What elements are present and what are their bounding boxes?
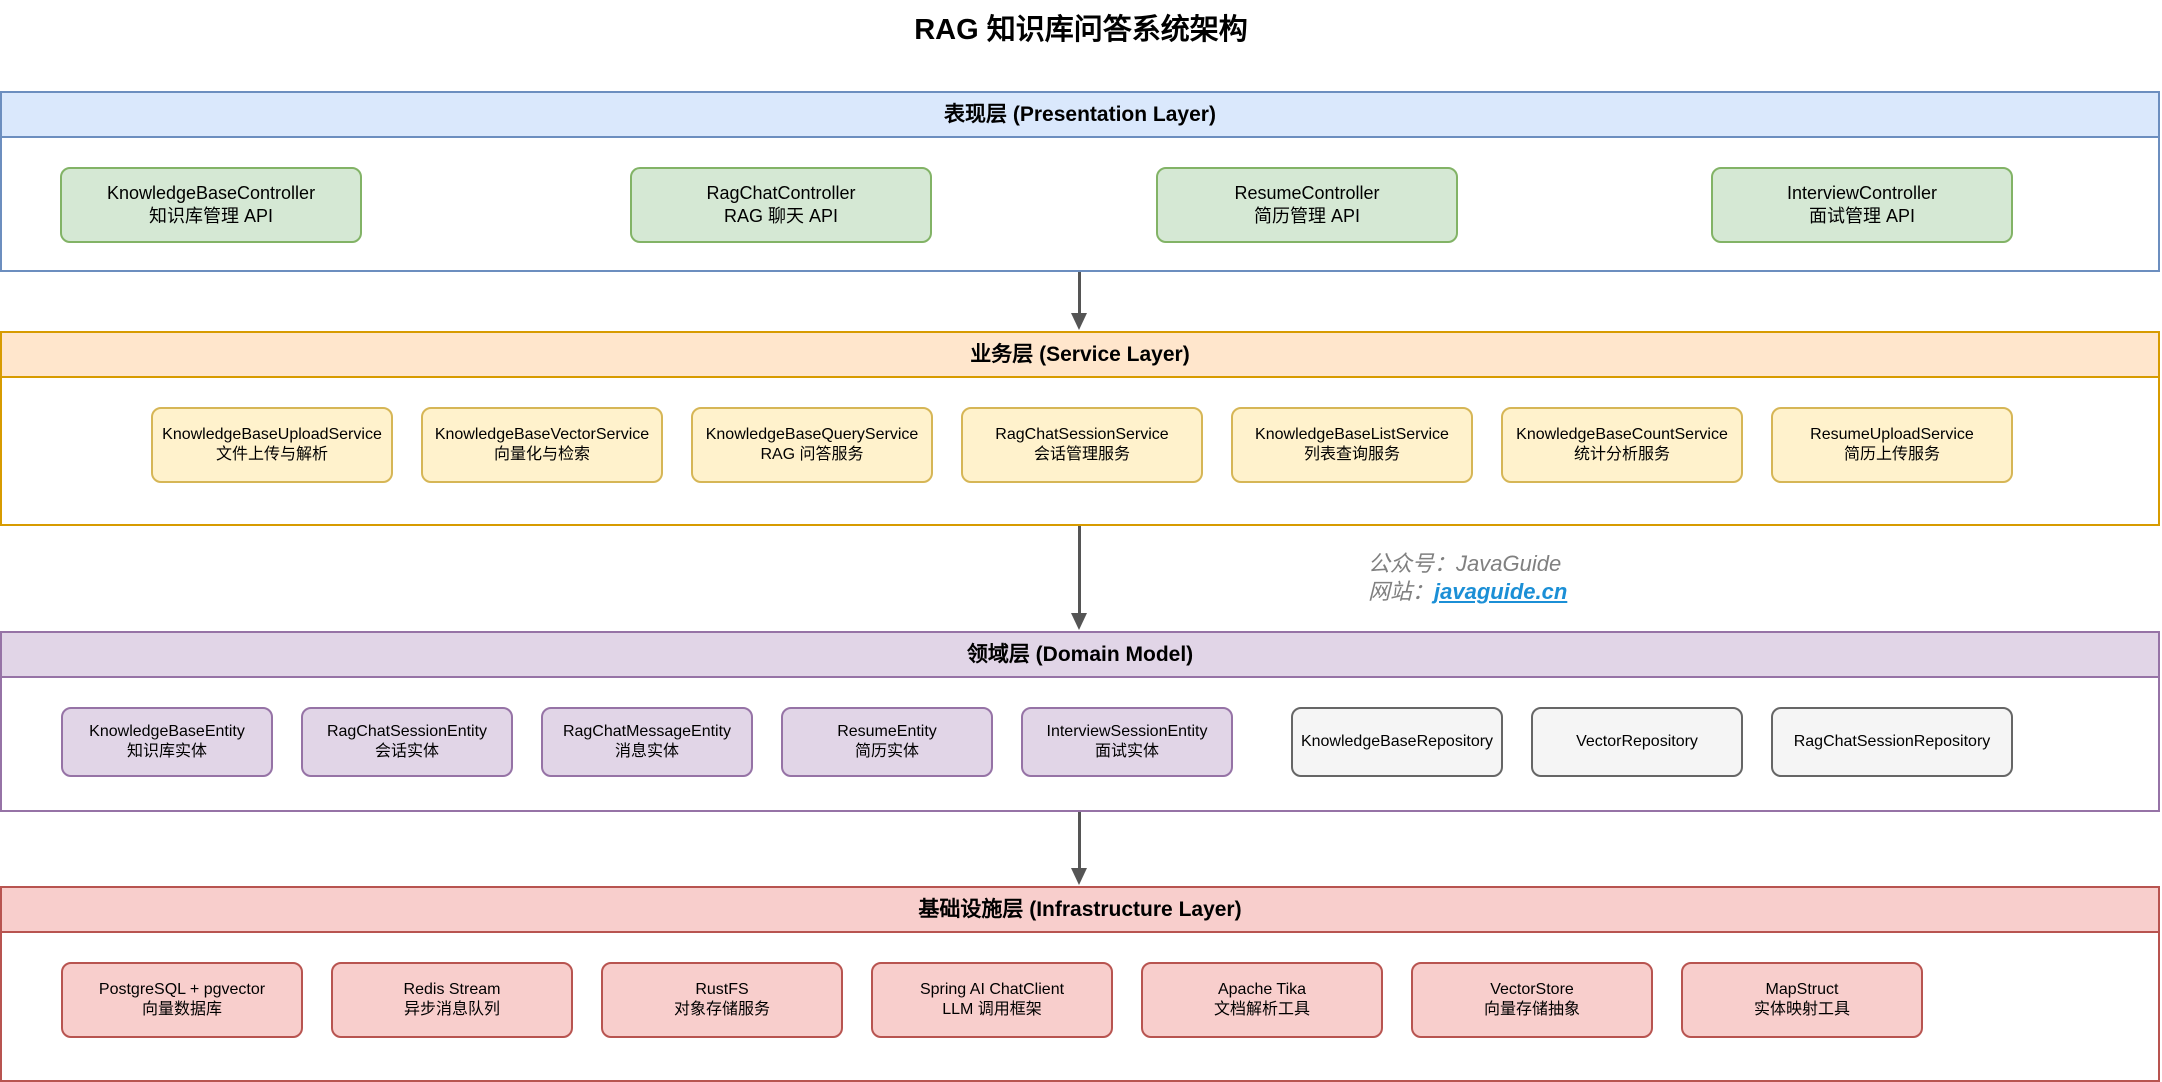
- node-desc: RAG 聊天 API: [723, 206, 839, 226]
- node-name: ResumeEntity: [837, 722, 937, 740]
- node-name: RagChatController: [706, 182, 856, 203]
- node-desc: RAG 问答服务: [760, 446, 864, 463]
- node-desc: 实体映射工具: [1753, 1001, 1850, 1018]
- node-name: Redis Stream: [403, 980, 501, 998]
- node-desc: 会话实体: [374, 743, 439, 760]
- arrow-head-icon: [1071, 613, 1087, 630]
- mapstruct-node: MapStruct 实体映射工具: [1681, 962, 1923, 1038]
- kb-query-service-node: KnowledgeBaseQueryService RAG 问答服务: [691, 407, 933, 483]
- domain-layer: 领域层 (Domain Model) KnowledgeBaseEntity 知…: [0, 631, 2160, 812]
- node-name: MapStruct: [1765, 980, 1839, 998]
- node-desc: 文档解析工具: [1213, 1001, 1310, 1018]
- watermark: 公众号：JavaGuide 网站：javaguide.cn: [1368, 550, 1567, 606]
- node-desc: 向量化与检索: [493, 446, 590, 463]
- node-desc: 列表查询服务: [1303, 446, 1400, 463]
- node-desc: 知识库管理 API: [148, 206, 273, 226]
- node-name: VectorStore: [1490, 980, 1574, 998]
- arrow-service-to-domain: [1078, 526, 1081, 614]
- rag-chat-message-entity-node: RagChatMessageEntity 消息实体: [541, 707, 753, 777]
- node-name: KnowledgeBaseVectorService: [434, 425, 650, 443]
- rag-chat-session-repository-node: RagChatSessionRepository: [1771, 707, 2013, 777]
- watermark-website: 网站：javaguide.cn: [1368, 578, 1567, 606]
- presentation-layer-title: 表现层 (Presentation Layer): [2, 93, 2158, 138]
- node-name: RagChatSessionRepository: [1793, 732, 1991, 750]
- diagram-title: RAG 知识库问答系统架构: [914, 14, 1248, 46]
- node-name: InterviewSessionEntity: [1046, 722, 1208, 740]
- resume-entity-node: ResumeEntity 简历实体: [781, 707, 993, 777]
- kb-count-service-node: KnowledgeBaseCountService 统计分析服务: [1501, 407, 1743, 483]
- node-name: RagChatMessageEntity: [562, 722, 732, 740]
- service-layer-title: 业务层 (Service Layer): [2, 333, 2158, 378]
- node-name: Apache Tika: [1217, 980, 1307, 998]
- node-desc: LLM 调用框架: [942, 1001, 1042, 1018]
- node-name: PostgreSQL + pgvector: [98, 980, 266, 998]
- node-desc: 文件上传与解析: [215, 446, 328, 463]
- node-desc: 向量数据库: [141, 1001, 222, 1018]
- interview-session-entity-node: InterviewSessionEntity 面试实体: [1021, 707, 1233, 777]
- resume-controller-node: ResumeController 简历管理 API: [1156, 167, 1458, 243]
- knowledge-base-controller-node: KnowledgeBaseController 知识库管理 API: [60, 167, 362, 243]
- infrastructure-layer-title: 基础设施层 (Infrastructure Layer): [2, 888, 2158, 933]
- rustfs-node: RustFS 对象存储服务: [601, 962, 843, 1038]
- node-desc: 消息实体: [614, 743, 679, 760]
- node-name: VectorRepository: [1576, 732, 1698, 750]
- node-desc: 异步消息队列: [403, 1001, 500, 1018]
- kb-list-service-node: KnowledgeBaseListService 列表查询服务: [1231, 407, 1473, 483]
- node-desc: 简历实体: [854, 743, 919, 760]
- presentation-layer: 表现层 (Presentation Layer) KnowledgeBaseCo…: [0, 91, 2160, 272]
- node-name: KnowledgeBaseEntity: [89, 722, 245, 740]
- node-name: InterviewController: [1786, 182, 1938, 203]
- arrow-head-icon: [1071, 313, 1087, 330]
- arrow-head-icon: [1071, 868, 1087, 885]
- node-name: RagChatSessionEntity: [326, 722, 488, 740]
- node-desc: 简历管理 API: [1253, 206, 1360, 226]
- kb-entity-node: KnowledgeBaseEntity 知识库实体: [61, 707, 273, 777]
- domain-layer-title: 领域层 (Domain Model): [2, 633, 2158, 678]
- interview-controller-node: InterviewController 面试管理 API: [1711, 167, 2013, 243]
- arrow-domain-to-infrastructure: [1078, 812, 1081, 869]
- watermark-wechat: 公众号：JavaGuide: [1368, 551, 1562, 576]
- kb-repository-node: KnowledgeBaseRepository: [1291, 707, 1503, 777]
- watermark-website-label: 网站：: [1368, 579, 1435, 604]
- node-name: ResumeUploadService: [1810, 425, 1974, 443]
- node-name: ResumeController: [1234, 182, 1380, 203]
- node-name: KnowledgeBaseListService: [1255, 425, 1449, 443]
- node-name: RagChatSessionService: [995, 425, 1169, 443]
- website-link[interactable]: javaguide.cn: [1434, 579, 1568, 604]
- vectorstore-node: VectorStore 向量存储抽象: [1411, 962, 1653, 1038]
- infrastructure-layer: 基础设施层 (Infrastructure Layer) PostgreSQL …: [0, 886, 2160, 1082]
- node-desc: 对象存储服务: [673, 1001, 770, 1018]
- node-desc: 面试实体: [1094, 743, 1159, 760]
- node-name: KnowledgeBaseUploadService: [162, 425, 382, 443]
- rag-chat-controller-node: RagChatController RAG 聊天 API: [630, 167, 932, 243]
- node-name: KnowledgeBaseController: [106, 182, 316, 203]
- kb-upload-service-node: KnowledgeBaseUploadService 文件上传与解析: [151, 407, 393, 483]
- kb-vector-service-node: KnowledgeBaseVectorService 向量化与检索: [421, 407, 663, 483]
- node-desc: 面试管理 API: [1808, 206, 1915, 226]
- spring-ai-chatclient-node: Spring AI ChatClient LLM 调用框架: [871, 962, 1113, 1038]
- node-desc: 向量存储抽象: [1483, 1001, 1580, 1018]
- postgresql-node: PostgreSQL + pgvector 向量数据库: [61, 962, 303, 1038]
- node-name: KnowledgeBaseCountService: [1516, 425, 1728, 443]
- node-desc: 会话管理服务: [1033, 446, 1130, 463]
- resume-upload-service-node: ResumeUploadService 简历上传服务: [1771, 407, 2013, 483]
- node-name: Spring AI ChatClient: [919, 980, 1065, 998]
- rag-chat-session-entity-node: RagChatSessionEntity 会话实体: [301, 707, 513, 777]
- node-desc: 简历上传服务: [1843, 446, 1940, 463]
- rag-chat-session-service-node: RagChatSessionService 会话管理服务: [961, 407, 1203, 483]
- node-name: KnowledgeBaseRepository: [1300, 732, 1494, 750]
- arrow-presentation-to-service: [1078, 272, 1081, 314]
- node-desc: 统计分析服务: [1573, 446, 1670, 463]
- redis-stream-node: Redis Stream 异步消息队列: [331, 962, 573, 1038]
- service-layer: 业务层 (Service Layer) KnowledgeBaseUploadS…: [0, 331, 2160, 526]
- node-name: RustFS: [695, 980, 749, 998]
- apache-tika-node: Apache Tika 文档解析工具: [1141, 962, 1383, 1038]
- node-name: KnowledgeBaseQueryService: [705, 425, 919, 443]
- node-desc: 知识库实体: [126, 743, 207, 760]
- vector-repository-node: VectorRepository: [1531, 707, 1743, 777]
